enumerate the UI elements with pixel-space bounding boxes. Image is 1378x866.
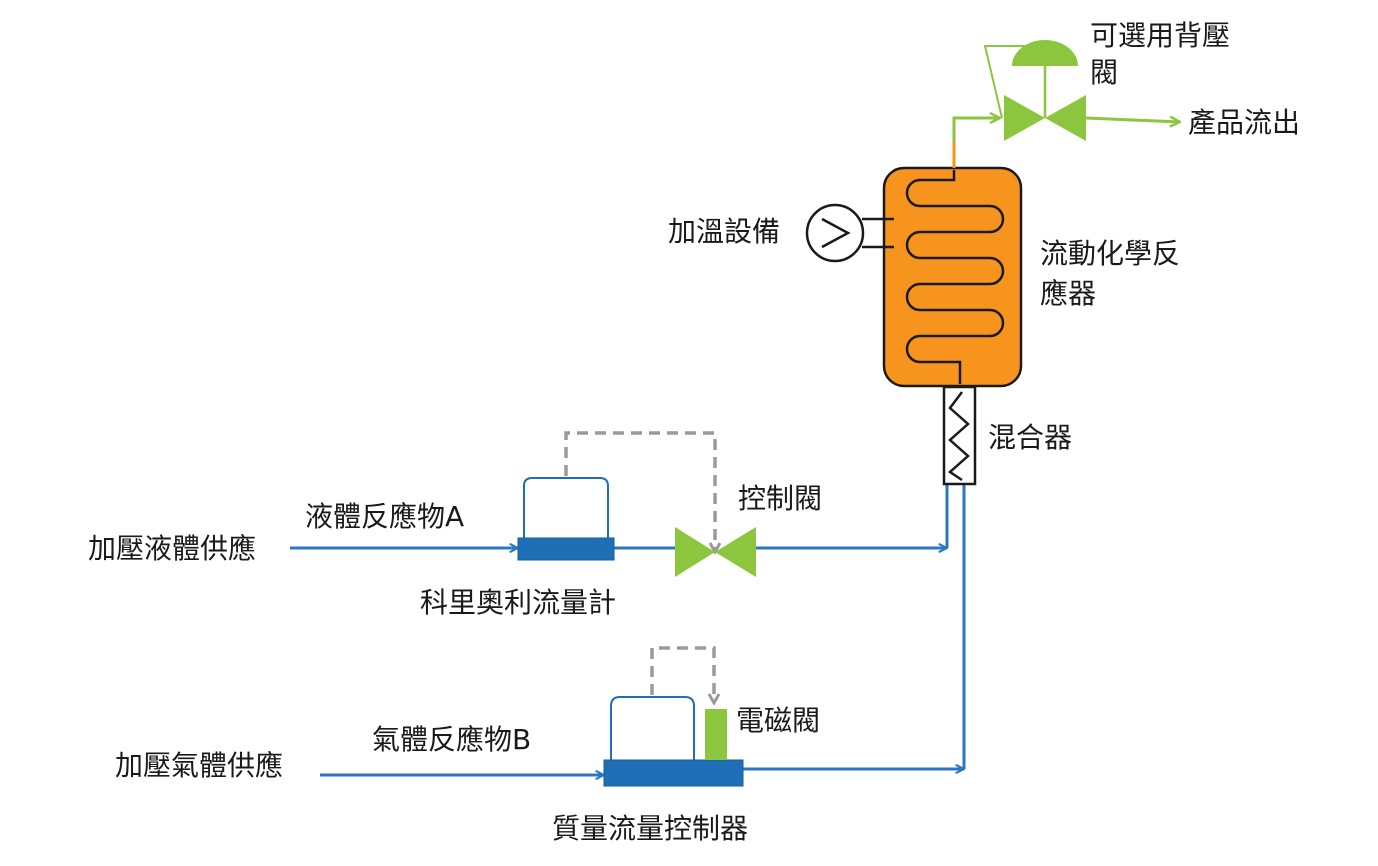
reactor-label-line1: 流動化學反 — [1040, 237, 1180, 270]
outlet-line — [952, 118, 1000, 142]
back-pressure-valve-label-line1: 可選用背壓 — [1090, 19, 1230, 52]
gas-feed-line — [320, 484, 966, 775]
flow-reactor — [882, 166, 1023, 388]
control-valve-icon — [675, 527, 756, 577]
mass-flow-controller — [603, 696, 744, 787]
static-mixer-icon — [942, 385, 977, 486]
back-pressure-valve-icon — [983, 40, 1086, 141]
liquid-signal-line — [564, 431, 715, 552]
product-outflow-label: 產品流出 — [1188, 106, 1300, 139]
heater-label: 加溫設備 — [668, 215, 780, 248]
gas-reactant-label: 氣體反應物B — [372, 723, 531, 756]
product-outlet-line — [1085, 118, 1180, 122]
gas-signal-line — [650, 646, 714, 703]
control-valve-label: 控制閥 — [738, 482, 822, 515]
coriolis-meter-label: 科里奧利流量計 — [420, 586, 616, 619]
solenoid-valve-label: 電磁閥 — [736, 704, 820, 737]
reactor-label-line2: 應器 — [1040, 277, 1096, 310]
gas-supply-label: 加壓氣體供應 — [115, 749, 283, 782]
coriolis-flow-meter — [517, 477, 615, 561]
mixer-label: 混合器 — [988, 421, 1072, 454]
liquid-supply-label: 加壓液體供應 — [88, 532, 256, 565]
heater-coil-icon — [805, 203, 894, 263]
mass-flow-controller-label: 質量流量控制器 — [552, 812, 748, 845]
back-pressure-valve-label-line2: 閥 — [1090, 56, 1118, 89]
liquid-feed-line — [290, 484, 949, 548]
liquid-reactant-label: 液體反應物A — [305, 500, 464, 533]
solenoid-valve-icon — [705, 709, 727, 760]
